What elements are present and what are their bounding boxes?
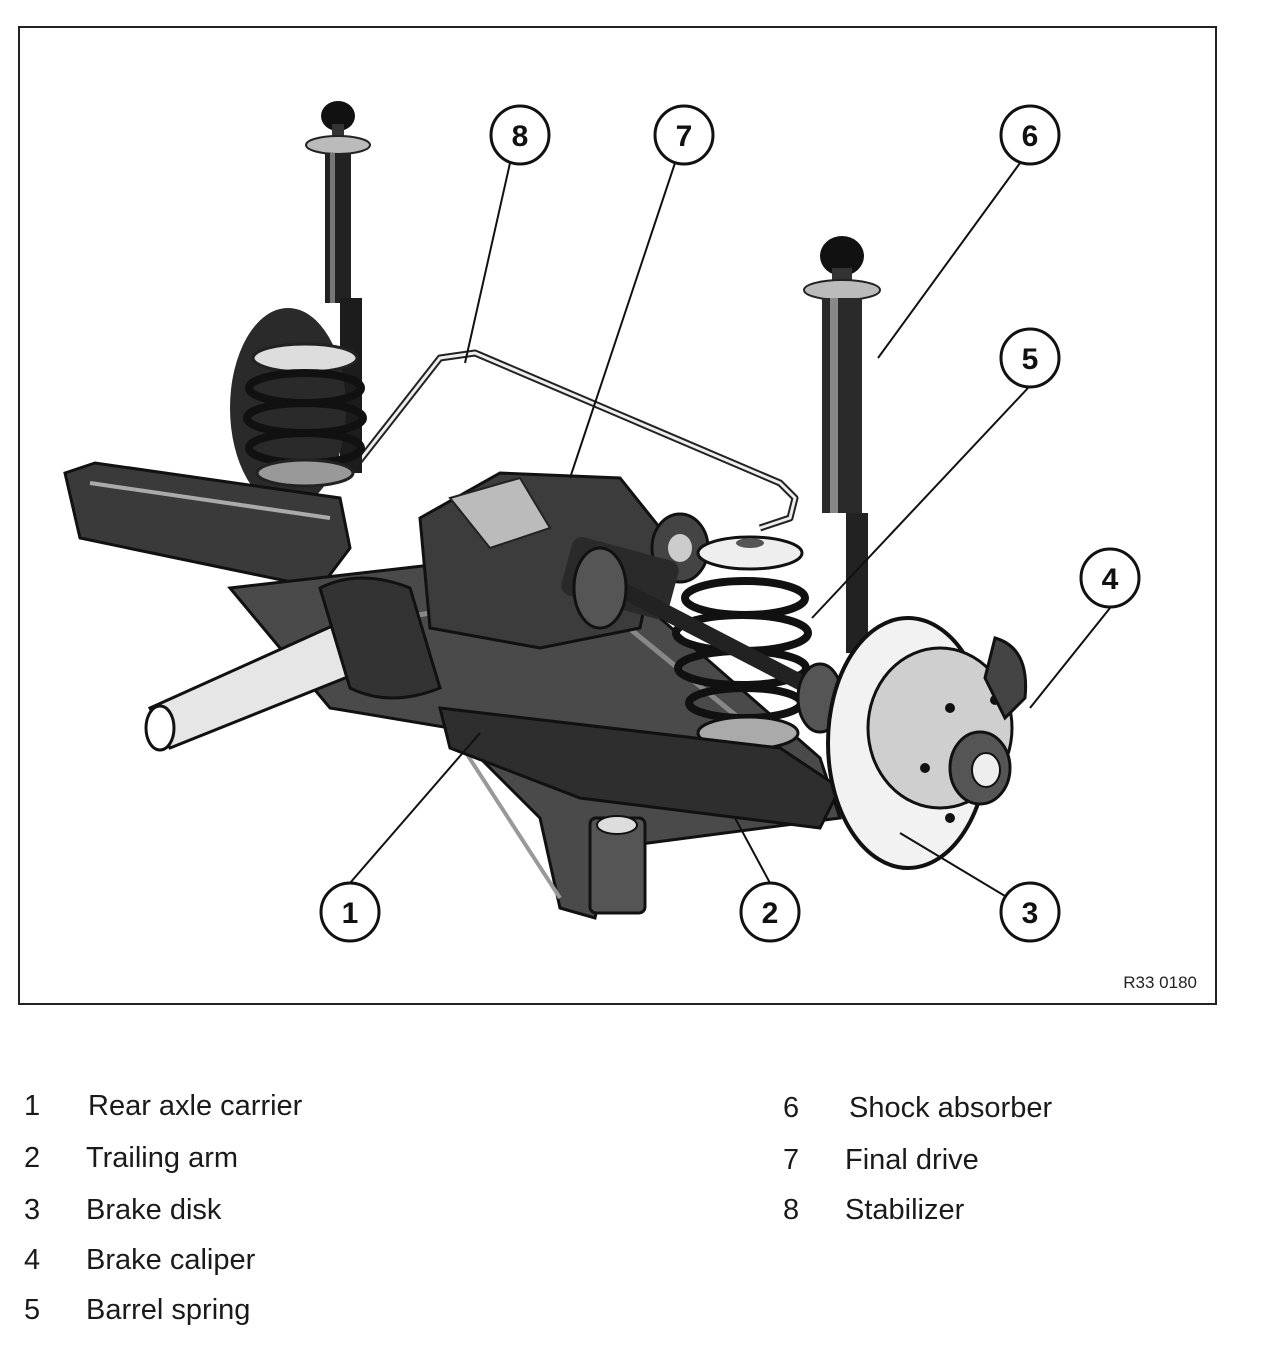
leader-lines (349, 162, 1111, 897)
legend-label: Brake disk (86, 1194, 222, 1226)
callout-6: 6 (999, 104, 1061, 166)
callout-8: 8 (489, 104, 551, 166)
callout-1-number: 1 (342, 897, 359, 930)
right-trailing-arm (438, 706, 842, 830)
legend-number: 8 (783, 1194, 800, 1226)
callout-8-number: 8 (512, 120, 529, 153)
callout-4: 4 (1079, 547, 1141, 609)
legend-number: 5 (24, 1294, 41, 1326)
callout-4-number: 4 (1102, 563, 1119, 596)
figure-code: R33 0180 (1123, 973, 1197, 992)
callout-7: 7 (653, 104, 715, 166)
callout-1: 1 (319, 881, 381, 943)
callout-2: 2 (739, 881, 801, 943)
callout-3-number: 3 (1022, 897, 1039, 930)
callout-7-number: 7 (676, 120, 693, 153)
brake-caliper (983, 636, 1028, 721)
legend-right: 6 Shock absorber 7 Final drive 8 Stabili… (783, 1092, 1243, 1252)
callout-5-number: 5 (1022, 343, 1039, 376)
legend-number: 1 (24, 1090, 41, 1122)
legend-label: Shock absorber (849, 1092, 1053, 1124)
legend-label: Stabilizer (845, 1194, 965, 1226)
legend-number: 6 (783, 1092, 800, 1124)
legend-number: 7 (783, 1144, 800, 1176)
cross-tube (144, 576, 442, 752)
diagram-frame: 1 2 3 4 5 6 7 8 R33 0180 (18, 26, 1217, 1005)
brake-disk (826, 616, 1014, 870)
legend-label: Barrel spring (86, 1294, 251, 1326)
right-shock-absorber (803, 236, 881, 653)
legend-label: Rear axle carrier (88, 1090, 303, 1122)
legend-number: 3 (24, 1194, 41, 1226)
legend-left: 1 Rear axle carrier 2 Trailing arm 3 Bra… (24, 1090, 484, 1340)
callout-6-number: 6 (1022, 120, 1039, 153)
callout-2-number: 2 (762, 897, 779, 930)
rear-axle-illustration: 1 2 3 4 5 6 7 8 (63, 101, 1141, 943)
callout-3: 3 (999, 881, 1061, 943)
legend-number: 2 (24, 1142, 41, 1174)
legend-number: 4 (24, 1244, 41, 1276)
left-trailing-arm (63, 461, 352, 590)
legend-label: Trailing arm (86, 1142, 239, 1174)
legend-label: Brake caliper (86, 1244, 256, 1276)
legend-label: Final drive (845, 1144, 979, 1176)
callout-5: 5 (999, 327, 1061, 389)
left-spring-assembly (230, 308, 367, 508)
